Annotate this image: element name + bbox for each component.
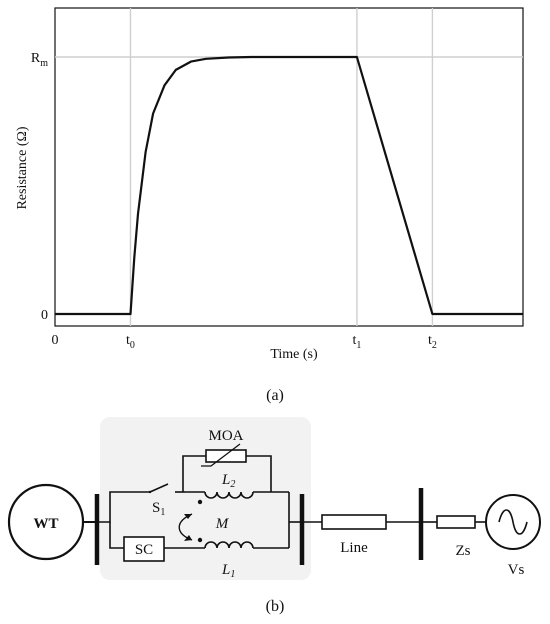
moa-label: MOA — [208, 428, 243, 444]
x-tick-label: t0 — [126, 333, 135, 351]
sc-label: SC — [135, 542, 153, 558]
caption-a: (a) — [266, 387, 284, 404]
y-tick-label: Rm — [31, 51, 48, 69]
x-tick-label: 0 — [52, 333, 59, 348]
vs-label: Vs — [508, 562, 525, 578]
mutual-inductance-label: M — [215, 516, 230, 532]
x-tick-label: t2 — [428, 333, 437, 351]
circuit-diagram: WT S1 MOA L2 M — [7, 417, 541, 580]
moa-varistor-icon — [201, 443, 247, 467]
resistance-chart: 0 t0 t1 t2 0 Rm Time (s) Resistance (Ω) — [15, 7, 524, 362]
plot-frame — [54, 7, 524, 327]
ac-sine-icon — [498, 509, 528, 535]
zs-label: Zs — [456, 543, 471, 559]
line-impedance-box — [321, 514, 387, 530]
caption-b: (b) — [266, 598, 285, 615]
l1-label: L1 — [221, 562, 235, 580]
line-label: Line — [340, 540, 368, 556]
grid — [55, 8, 523, 326]
y-tick-labels: 0 Rm — [31, 51, 48, 323]
inductor-l1-icon — [204, 541, 254, 549]
source-impedance-box — [436, 515, 476, 529]
y-axis-label: Resistance (Ω) — [15, 126, 30, 209]
sc-box — [123, 536, 165, 562]
y-tick-label: 0 — [41, 308, 48, 323]
wt-label: WT — [33, 516, 58, 532]
s1-label: S1 — [152, 500, 165, 518]
x-tick-labels: 0 t0 t1 t2 — [52, 333, 437, 351]
inductor-l2-icon — [204, 491, 254, 499]
resistance-series-line — [55, 55, 523, 316]
l2-label: L2 — [221, 472, 235, 490]
series-layer — [55, 55, 523, 316]
x-tick-label: t1 — [352, 333, 361, 351]
x-axis-label: Time (s) — [270, 347, 318, 362]
